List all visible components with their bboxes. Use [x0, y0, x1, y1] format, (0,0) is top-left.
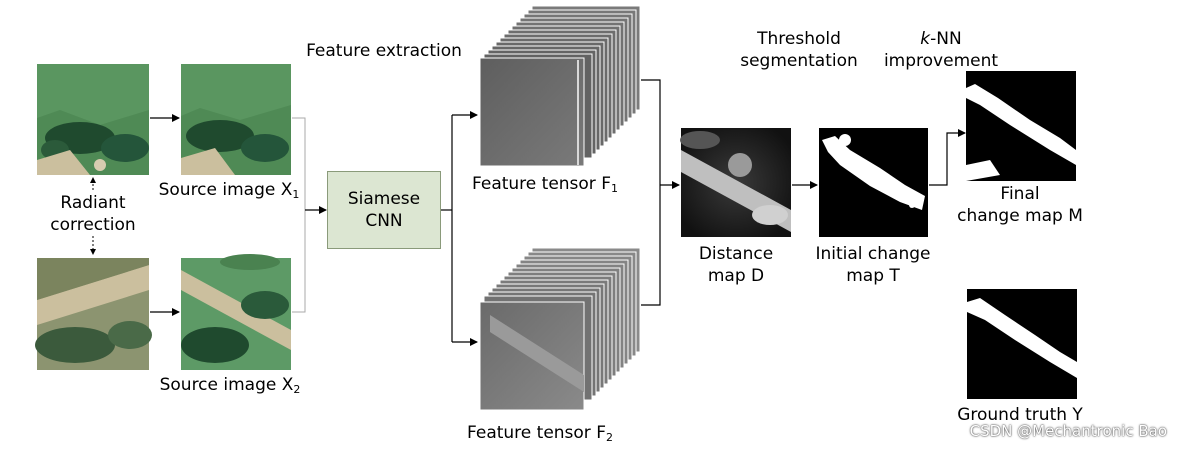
initial-change-map-t [819, 128, 928, 237]
source-image-x2-label: Source image X2 [159, 375, 301, 396]
siamese-cnn-box: Siamese CNN [327, 171, 441, 249]
threshold-segmentation-label: Threshold segmentation [740, 29, 858, 71]
siamese-label-line2: CNN [365, 211, 403, 231]
feature-tensor-f1 [479, 5, 641, 167]
feature-merge-bracket [641, 79, 661, 306]
distance-map-label: Distance map D [698, 244, 774, 286]
source-image-2-left [35, 258, 152, 370]
radiant-correction-label: Radiant correction [50, 193, 136, 235]
feature-tensor-f2-label: Feature tensor F2 [467, 423, 613, 444]
distance-map-d [680, 128, 791, 237]
feature-extraction-label: Feature extraction [306, 41, 462, 61]
feature-tensor-f2 [479, 247, 641, 411]
final-change-map-m [966, 71, 1076, 181]
source-image-x1-label: Source image X1 [158, 180, 300, 201]
source-image-1-right [181, 64, 291, 175]
ground-truth-label: Ground truth Y [957, 405, 1083, 425]
watermark-text: CSDN @Mechantronic Bao [969, 422, 1167, 440]
arrow-to-final [929, 129, 966, 186]
initial-change-map-label: Initial change map T [815, 244, 931, 286]
siamese-label-line1: Siamese [347, 189, 421, 209]
final-change-map-label: Final change map M [957, 184, 1083, 226]
input-bracket [292, 117, 306, 313]
source-image-1-left [37, 64, 149, 175]
knn-improvement-label: k-NN improvement [883, 29, 999, 71]
feature-tensor-f1-label: Feature tensor F1 [472, 174, 618, 195]
ground-truth-y [967, 289, 1077, 399]
source-image-2-right [181, 254, 291, 370]
